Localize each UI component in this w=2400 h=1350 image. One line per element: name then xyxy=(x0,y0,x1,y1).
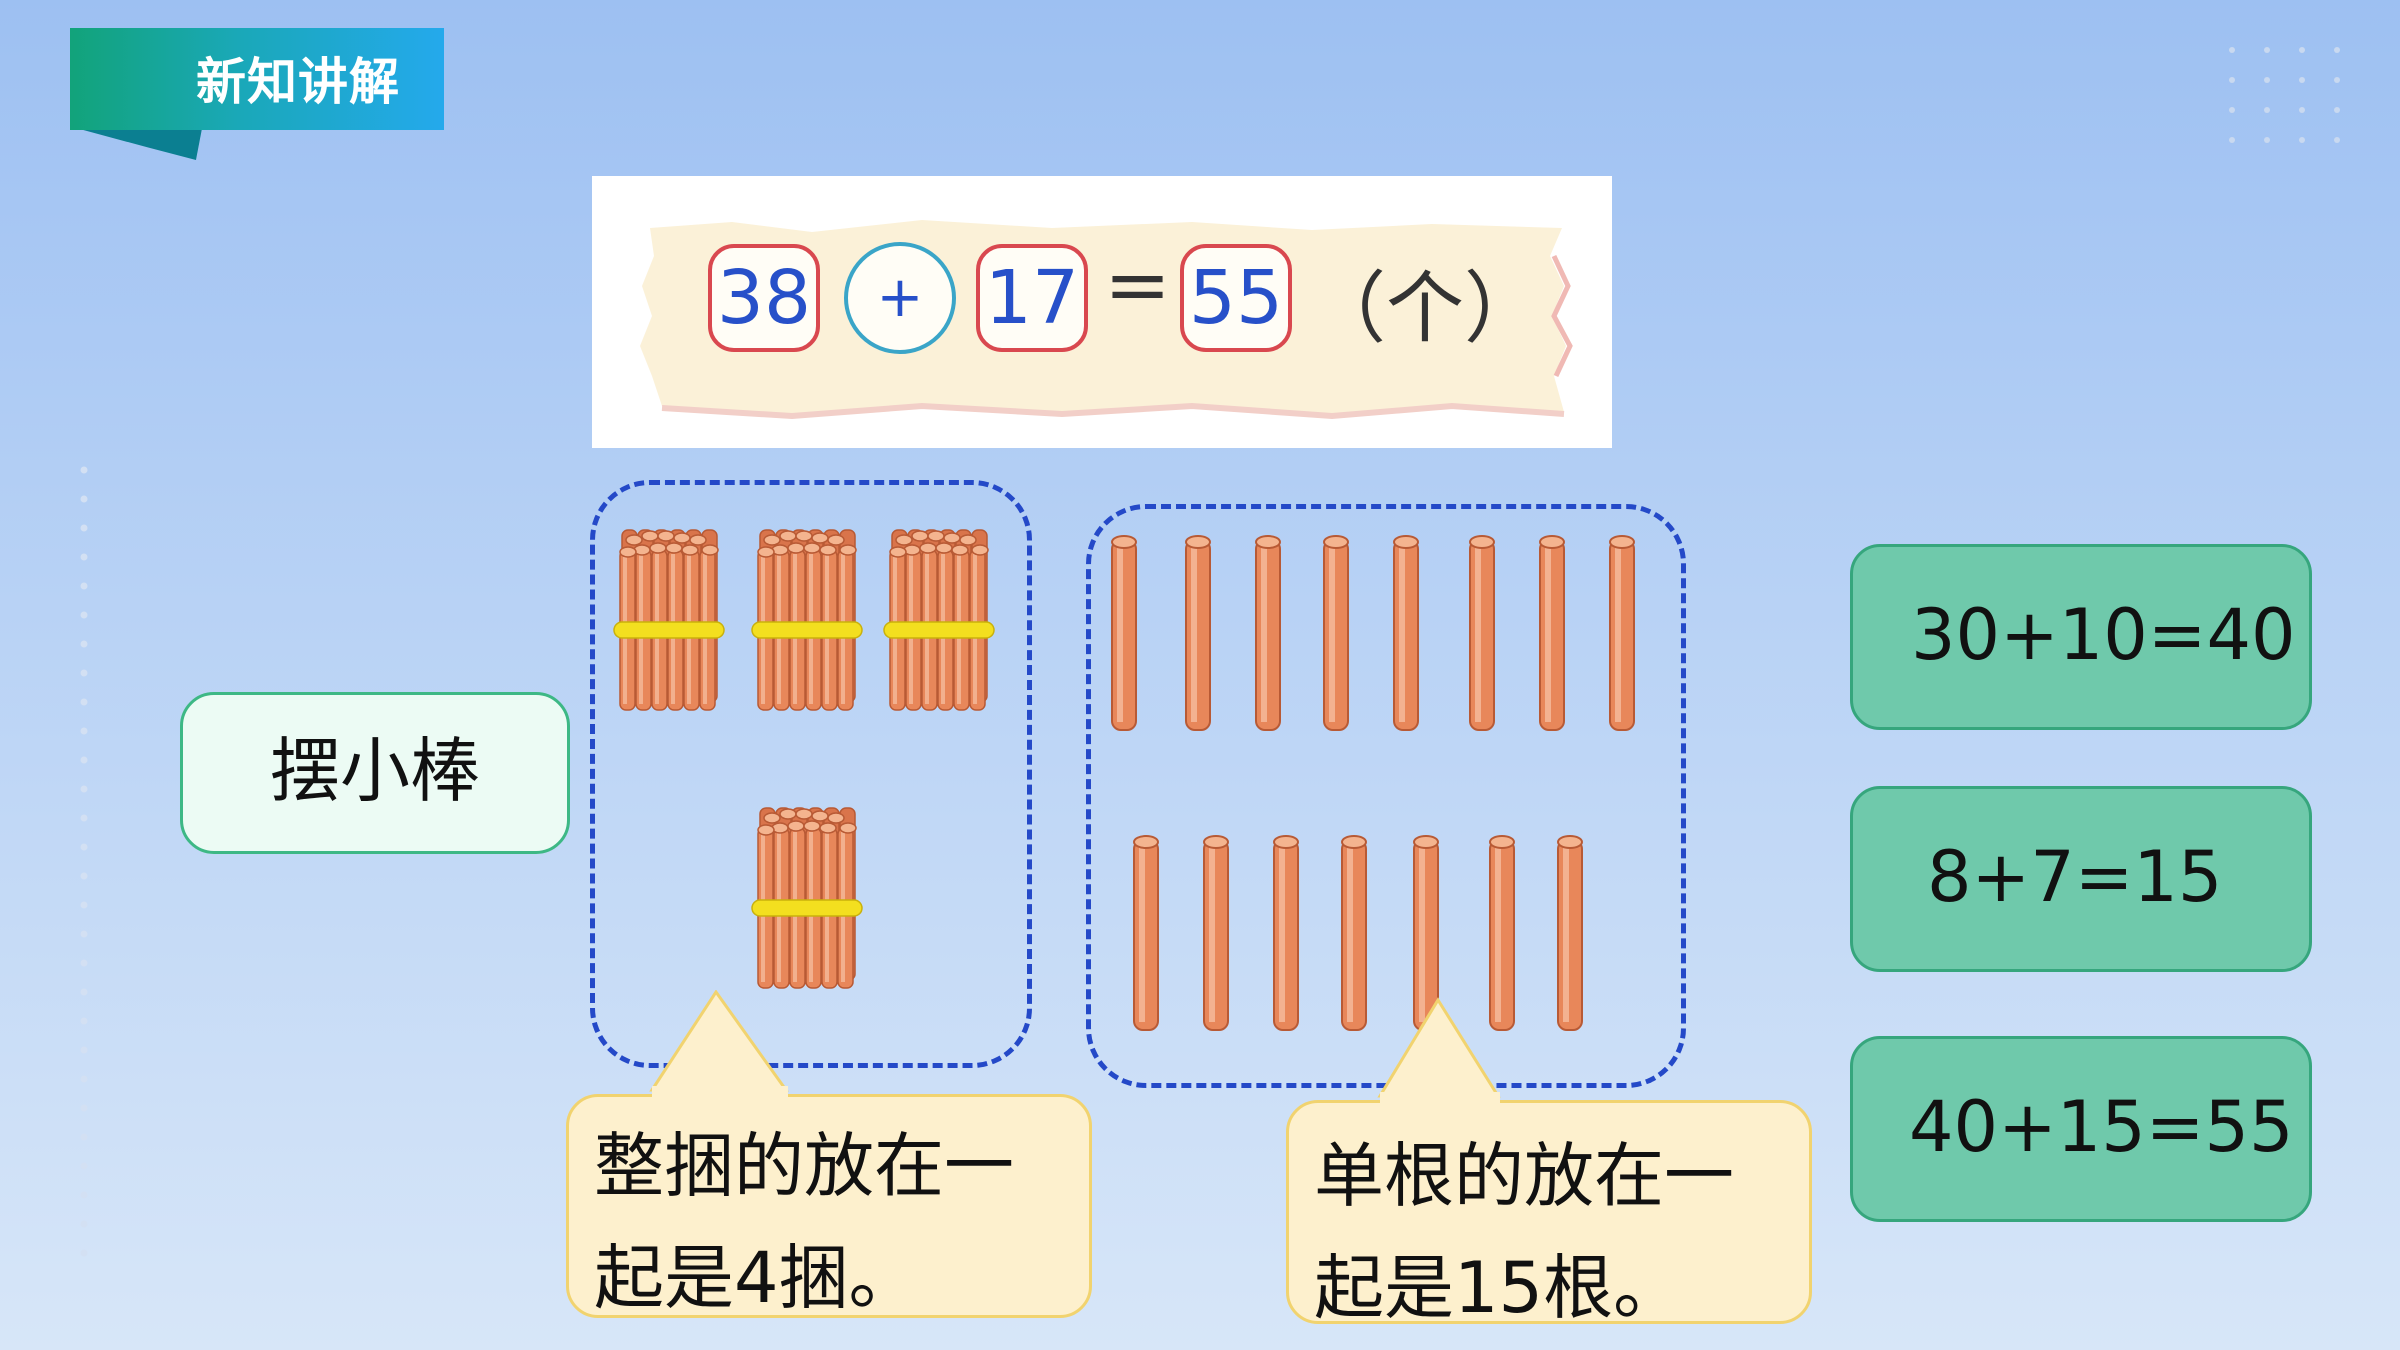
singles-illustration xyxy=(1111,535,1635,1031)
equals-sign: = xyxy=(1104,238,1172,331)
addend1-box: 38 xyxy=(708,244,820,352)
single-stick xyxy=(1341,835,1367,1031)
decorative-dot-grid xyxy=(2229,47,2340,143)
single-stick xyxy=(1111,535,1137,731)
stick-bundle xyxy=(751,807,863,989)
step-equation-3: 40+15=55 xyxy=(1850,1036,2312,1222)
stick-bundle xyxy=(751,529,863,711)
callout-line-1: 整捆的放在一 xyxy=(594,1125,1014,1207)
callout-line-2: 起是15根。 xyxy=(1314,1247,1684,1329)
single-stick xyxy=(1539,535,1565,731)
header-ribbon xyxy=(70,28,444,130)
single-stick xyxy=(1469,535,1495,731)
single-stick xyxy=(1133,835,1159,1031)
stick-bundle xyxy=(613,529,725,711)
section-title: 新知讲解 xyxy=(196,53,400,111)
equation-card: 38 + 17 = 55 （个） xyxy=(592,176,1612,448)
single-stick xyxy=(1273,835,1299,1031)
single-stick xyxy=(1393,535,1419,731)
single-stick xyxy=(1185,535,1211,731)
single-stick xyxy=(1323,535,1349,731)
result-box: 55 xyxy=(1180,244,1292,352)
step-equation-2: 8+7=15 xyxy=(1850,786,2312,972)
bundles-callout: 整捆的放在一 起是4捆。 xyxy=(560,990,1092,1320)
decorative-dot-column xyxy=(80,466,88,1257)
single-stick xyxy=(1255,535,1281,731)
single-stick xyxy=(1557,835,1583,1031)
single-stick xyxy=(1609,535,1635,731)
bundles-group xyxy=(590,480,1032,1068)
single-stick xyxy=(1489,835,1515,1031)
singles-callout: 单根的放在一 起是15根。 xyxy=(1280,996,1812,1329)
callout-tail xyxy=(649,990,789,1092)
bundles-illustration xyxy=(613,529,995,989)
callout-line-1: 单根的放在一 xyxy=(1314,1135,1734,1217)
addend2-box: 17 xyxy=(976,244,1088,352)
unit-label: （个） xyxy=(1308,264,1543,354)
single-stick xyxy=(1203,835,1229,1031)
operator-circle: + xyxy=(844,242,956,354)
callout-line-2: 起是4捆。 xyxy=(594,1237,919,1319)
method-label: 摆小棒 xyxy=(180,692,570,854)
callout-body xyxy=(1286,1100,1812,1324)
single-stick xyxy=(1413,835,1439,1031)
stick-bundle xyxy=(883,529,995,711)
callout-tail xyxy=(1377,997,1501,1098)
step-equation-1: 30+10=40 xyxy=(1850,544,2312,730)
callout-body xyxy=(566,1094,1092,1318)
